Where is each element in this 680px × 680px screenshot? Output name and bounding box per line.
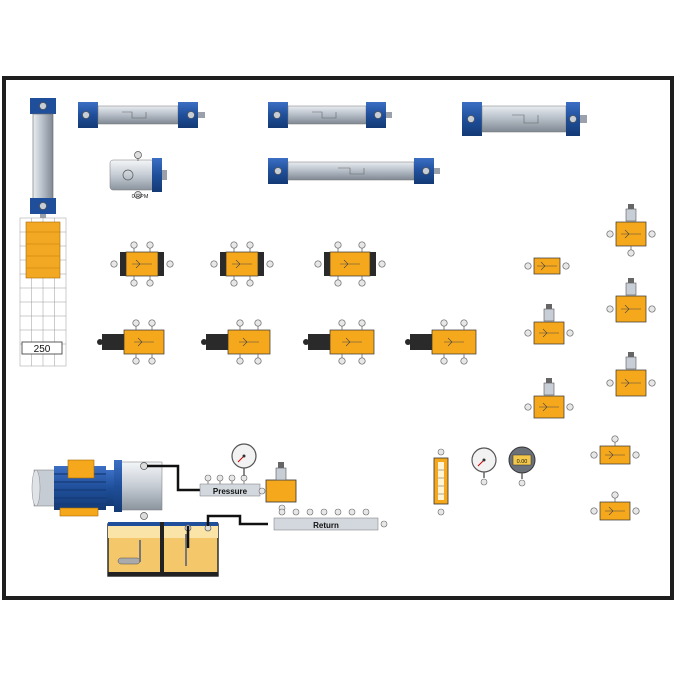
check-valve-3[interactable] xyxy=(590,491,640,521)
hydraulic-pump[interactable] xyxy=(114,460,163,520)
pressure-manifold[interactable]: Pressure xyxy=(199,474,261,497)
hydraulic-motor[interactable]: 0 RPM xyxy=(109,151,167,201)
cylinder-load-weight xyxy=(25,221,61,279)
analog-pressure-gauge[interactable] xyxy=(471,447,497,486)
horizontal-cylinder-1[interactable] xyxy=(78,102,205,128)
tank-filter xyxy=(117,557,141,565)
horizontal-cylinder-3[interactable] xyxy=(462,102,587,136)
solenoid-valve-3[interactable] xyxy=(303,319,375,365)
digital-gauge-value: 0.00 xyxy=(517,459,528,465)
oil-tank[interactable] xyxy=(107,522,219,577)
pressure-valve-1[interactable] xyxy=(606,204,656,257)
solenoid-valve-1[interactable] xyxy=(97,319,165,365)
motor-rpm-label: 0 RPM xyxy=(132,194,149,200)
motor-terminal-box xyxy=(67,459,95,479)
pressure-manifold-label: Pressure xyxy=(213,487,248,496)
horizontal-cylinder-2[interactable] xyxy=(268,102,392,128)
pressure-valve-3[interactable] xyxy=(606,352,656,397)
hose-lines xyxy=(147,464,268,548)
scale-readout-value: 250 xyxy=(34,344,51,355)
pressure-gauge[interactable] xyxy=(231,443,257,476)
return-manifold[interactable]: Return xyxy=(273,508,388,531)
flow-control-valve-1[interactable] xyxy=(524,304,574,345)
pressure-valve-2[interactable] xyxy=(606,278,656,323)
directional-valve-2[interactable] xyxy=(210,241,274,287)
solenoid-valve-4[interactable] xyxy=(405,319,477,365)
solenoid-valve-2[interactable] xyxy=(201,319,271,365)
electric-motor[interactable] xyxy=(31,459,116,517)
cylinder-barrel xyxy=(32,113,54,201)
horizontal-cylinder-4[interactable] xyxy=(268,158,440,184)
motor-symbol-icon xyxy=(122,169,134,181)
check-valve-2[interactable] xyxy=(590,435,640,465)
flow-meter[interactable] xyxy=(433,448,449,516)
relief-valve[interactable] xyxy=(258,462,297,512)
return-manifold-label: Return xyxy=(313,521,339,530)
directional-valve-3[interactable] xyxy=(314,241,386,287)
vertical-cylinder[interactable]: 250 xyxy=(19,98,67,367)
scale-readout-box xyxy=(21,341,63,355)
flow-control-valve-2[interactable] xyxy=(524,378,574,419)
check-valve-1[interactable] xyxy=(524,257,570,275)
directional-valve-1[interactable] xyxy=(110,241,174,287)
digital-pressure-gauge[interactable]: 0.00 xyxy=(508,446,536,487)
